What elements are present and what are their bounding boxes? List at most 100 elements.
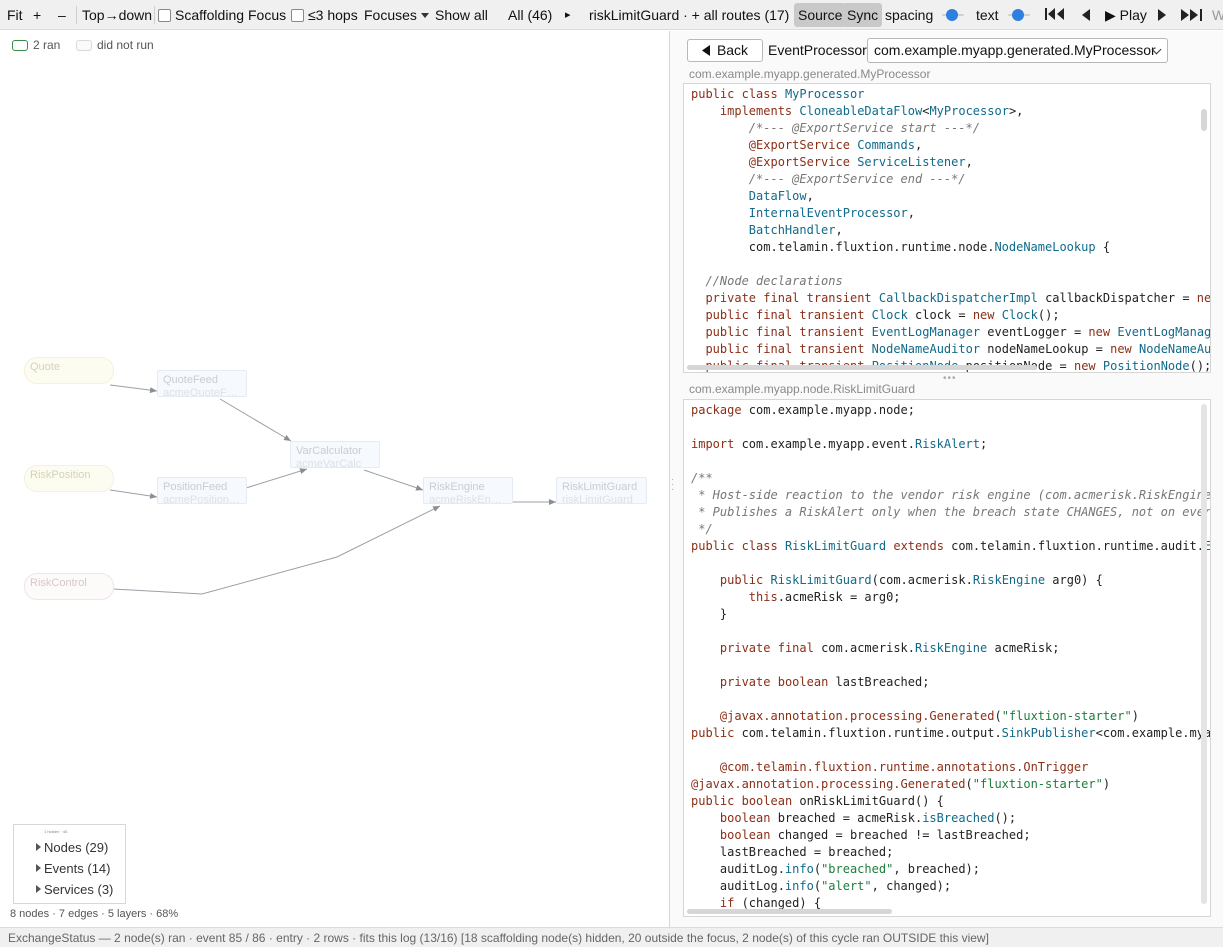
node-sublabel: riskLimitGuard [562,494,633,504]
code-line: InternalEventProcessor, [748,206,915,220]
hops-toggle[interactable]: ≤3 hops [291,0,358,29]
node-sublabel: acmeRiskEn… [429,494,502,504]
tree-mini-label: 1 hidden · 46 [44,829,68,834]
step-back-icon[interactable] [1081,0,1091,29]
scaffolding-checkbox[interactable] [158,9,171,22]
tree-item-nodes[interactable]: Nodes (29) [36,840,108,855]
hops-checkbox[interactable] [291,9,304,22]
sync-toggle[interactable]: Sync [843,3,883,27]
focuses-dropdown[interactable]: Focuses [364,0,429,29]
bottom-source-view[interactable]: package com.example.myapp.node; import c… [683,399,1211,917]
code-line: @javax.annotation.processing.Generated("… [691,777,1111,791]
code-line: /*--- @ExportService end ---*/ [691,172,966,186]
ran-swatch [12,40,28,51]
code-line: public final transient NodeNameAuditor n… [705,342,1211,356]
show-all-button[interactable]: Show all [435,7,488,23]
tree-item-count: (29) [85,840,109,855]
hops-label: ≤3 hops [308,7,358,23]
step-forward-icon[interactable] [1157,0,1167,29]
top-horizontal-scrollbar[interactable] [687,365,1037,370]
text-slider-knob[interactable] [1012,9,1024,21]
source-pane: Back EventProcessor: com.example.myapp.g… [676,31,1223,927]
direction-toggle[interactable]: Top→down [82,7,153,23]
code-line: auditLog.info("alert", changed); [691,879,952,893]
back-arrow-icon [701,45,710,56]
node-label: RiskLimitGuard [562,481,638,493]
text-slider[interactable] [1008,9,1030,21]
event-processor-select[interactable]: com.example.myapp.generated.MyProcessor [867,38,1168,63]
node-quote[interactable]: Quote [24,357,114,384]
tree-item-services[interactable]: Services (3) [36,882,113,897]
bottom-source-title: com.example.myapp.node.RiskLimitGuard [689,382,916,396]
edge-riskctrl-riskengine [112,505,441,595]
back-button[interactable]: Back [687,39,763,62]
code-line: public com.telamin.fluxtion.runtime.outp… [691,726,1211,740]
event-processor-label: EventProcessor: [768,42,871,58]
node-riskcontrol[interactable]: RiskControl [24,573,114,600]
spacing-slider[interactable] [942,9,964,21]
top-source-code: public class MyProcessor implements Clon… [684,84,1211,372]
tree-item-label: Nodes [44,840,82,855]
code-line: @ExportService ServiceListener, [748,155,973,169]
legend-ran-label: 2 ran [33,38,61,52]
legend-ran: 2 ran [12,38,60,52]
top-source-view[interactable]: public class MyProcessor implements Clon… [683,83,1211,373]
focus-label: Focus [248,7,287,23]
play-button[interactable]: ▶ Play [1105,7,1147,23]
edge-posfeed-varcalc [245,468,308,489]
edge-quote-quotefeed [109,384,158,394]
bottom-horizontal-scrollbar[interactable] [687,909,892,914]
zoom-in-button[interactable]: + [33,7,42,23]
code-line: BatchHandler, [748,223,843,237]
caret-down-icon [420,13,429,18]
code-line: public RiskLimitGuard(com.acmerisk.RiskE… [719,573,1103,587]
edge-varcalc-riskengine [363,469,424,491]
toolbar: Fit + – Top→down Scaffolding Focus ≤3 ho… [0,0,1223,30]
code-line: } [719,607,728,621]
source-toggle[interactable]: Source [794,3,847,27]
expand-icon[interactable] [36,885,41,893]
node-label: RiskEngine [429,481,485,493]
code-line: @ExportService Commands, [748,138,923,152]
rewind-icon[interactable] [1044,0,1068,29]
node-label: PositionFeed [163,481,228,493]
node-riskposition[interactable]: RiskPosition [24,465,114,492]
code-line: com.telamin.fluxtion.runtime.node.NodeNa… [691,240,1111,254]
fast-forward-icon[interactable] [1180,0,1204,29]
code-line: implements CloneableDataFlow<MyProcessor… [719,104,1024,118]
grip-icon[interactable]: ··· [671,474,675,495]
bottom-vertical-scrollbar[interactable] [1201,404,1207,904]
text-label: text [976,7,999,23]
graph-stats: 8 nodes · 7 edges · 5 layers · 68% [10,908,179,920]
fit-button[interactable]: Fit [7,7,23,23]
zoom-out-button[interactable]: – [58,7,66,23]
tree-item-label: Services [44,882,94,897]
all-nodes-button[interactable]: All (46) [508,7,553,23]
tree-item-events[interactable]: Events (14) [36,861,111,876]
expand-icon[interactable] [36,864,41,872]
expand-icon[interactable] [36,843,41,851]
code-line: lastBreached = breached; [719,845,894,859]
back-label: Back [716,42,749,58]
scaffolding-toggle[interactable]: Scaffolding [158,0,244,29]
tree-item-count: (14) [87,861,111,876]
vertical-splitter[interactable]: ··· [670,31,676,927]
node-sublabel: acmeVarCalc [296,458,362,468]
toolbar-divider [76,6,77,24]
top-vertical-scrollbar[interactable] [1201,109,1207,131]
spacing-slider-knob[interactable] [946,9,958,21]
graph-edges [109,384,556,595]
overflow-label: W [1212,0,1223,29]
tree-item-count: (3) [97,882,114,897]
route-selector[interactable]: riskLimitGuard · + all routes (17) [589,7,790,23]
route-arrow-icon: ▸ [565,9,571,21]
horizontal-splitter[interactable]: ••• [943,373,957,384]
edge-quotefeed-varcalc [219,398,292,442]
code-line: * Host-side reaction to the vendor risk … [691,488,1211,502]
